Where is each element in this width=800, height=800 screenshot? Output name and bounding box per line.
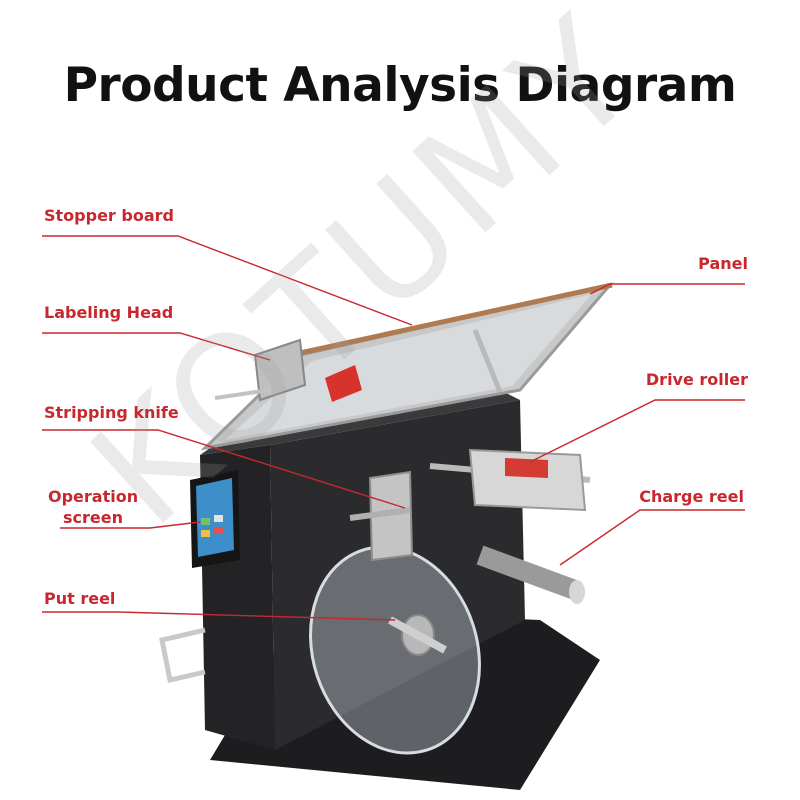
label-charge-reel: Charge reel [639, 487, 744, 506]
labeling-head-arm [214, 371, 273, 400]
machine-body-side [270, 400, 525, 750]
callout-line-labeling-head [42, 332, 271, 361]
callout-line-put-reel [42, 611, 396, 621]
label-stopper-board: Stopper board [44, 206, 174, 225]
put-reel-disc [309, 545, 481, 755]
panel-rod [299, 282, 613, 356]
charge-reel-end [569, 580, 585, 604]
label-drive-roller: Drive roller [645, 370, 748, 389]
stripping-knife-rod [349, 507, 411, 521]
label-stripping-knife: Stripping knife [44, 403, 179, 422]
callout-line-charge-reel [559, 509, 745, 566]
callout-line-stripping-knife [42, 429, 406, 509]
labeling-head-red [325, 365, 362, 402]
drive-roller-frame [468, 448, 587, 512]
panel-glass [225, 294, 592, 440]
side-handle [159, 627, 206, 684]
screen-button [214, 527, 223, 534]
callout-line-stopper-board [42, 235, 413, 326]
stripping-knife-bracket [368, 470, 414, 562]
label-put-reel: Put reel [44, 589, 116, 608]
label-panel: Panel [698, 254, 748, 273]
callout-line-operation-screen [60, 521, 201, 529]
label-operation-screen-line1: Operation [48, 487, 139, 506]
screen-button [214, 515, 223, 522]
panel-support-arm [472, 329, 503, 393]
screen-button [201, 518, 210, 525]
callout-line-drive-roller [529, 399, 745, 463]
page-title: Product Analysis Diagram [63, 58, 737, 113]
put-reel-shaft [388, 616, 447, 654]
label-operation-screen-line2: screen [63, 508, 123, 527]
screen-button [201, 530, 210, 537]
label-labeling-head: Labeling Head [44, 303, 174, 322]
charge-reel-shaft [476, 545, 579, 600]
callout-line-panel [589, 283, 745, 295]
drive-roller-red [505, 458, 548, 478]
